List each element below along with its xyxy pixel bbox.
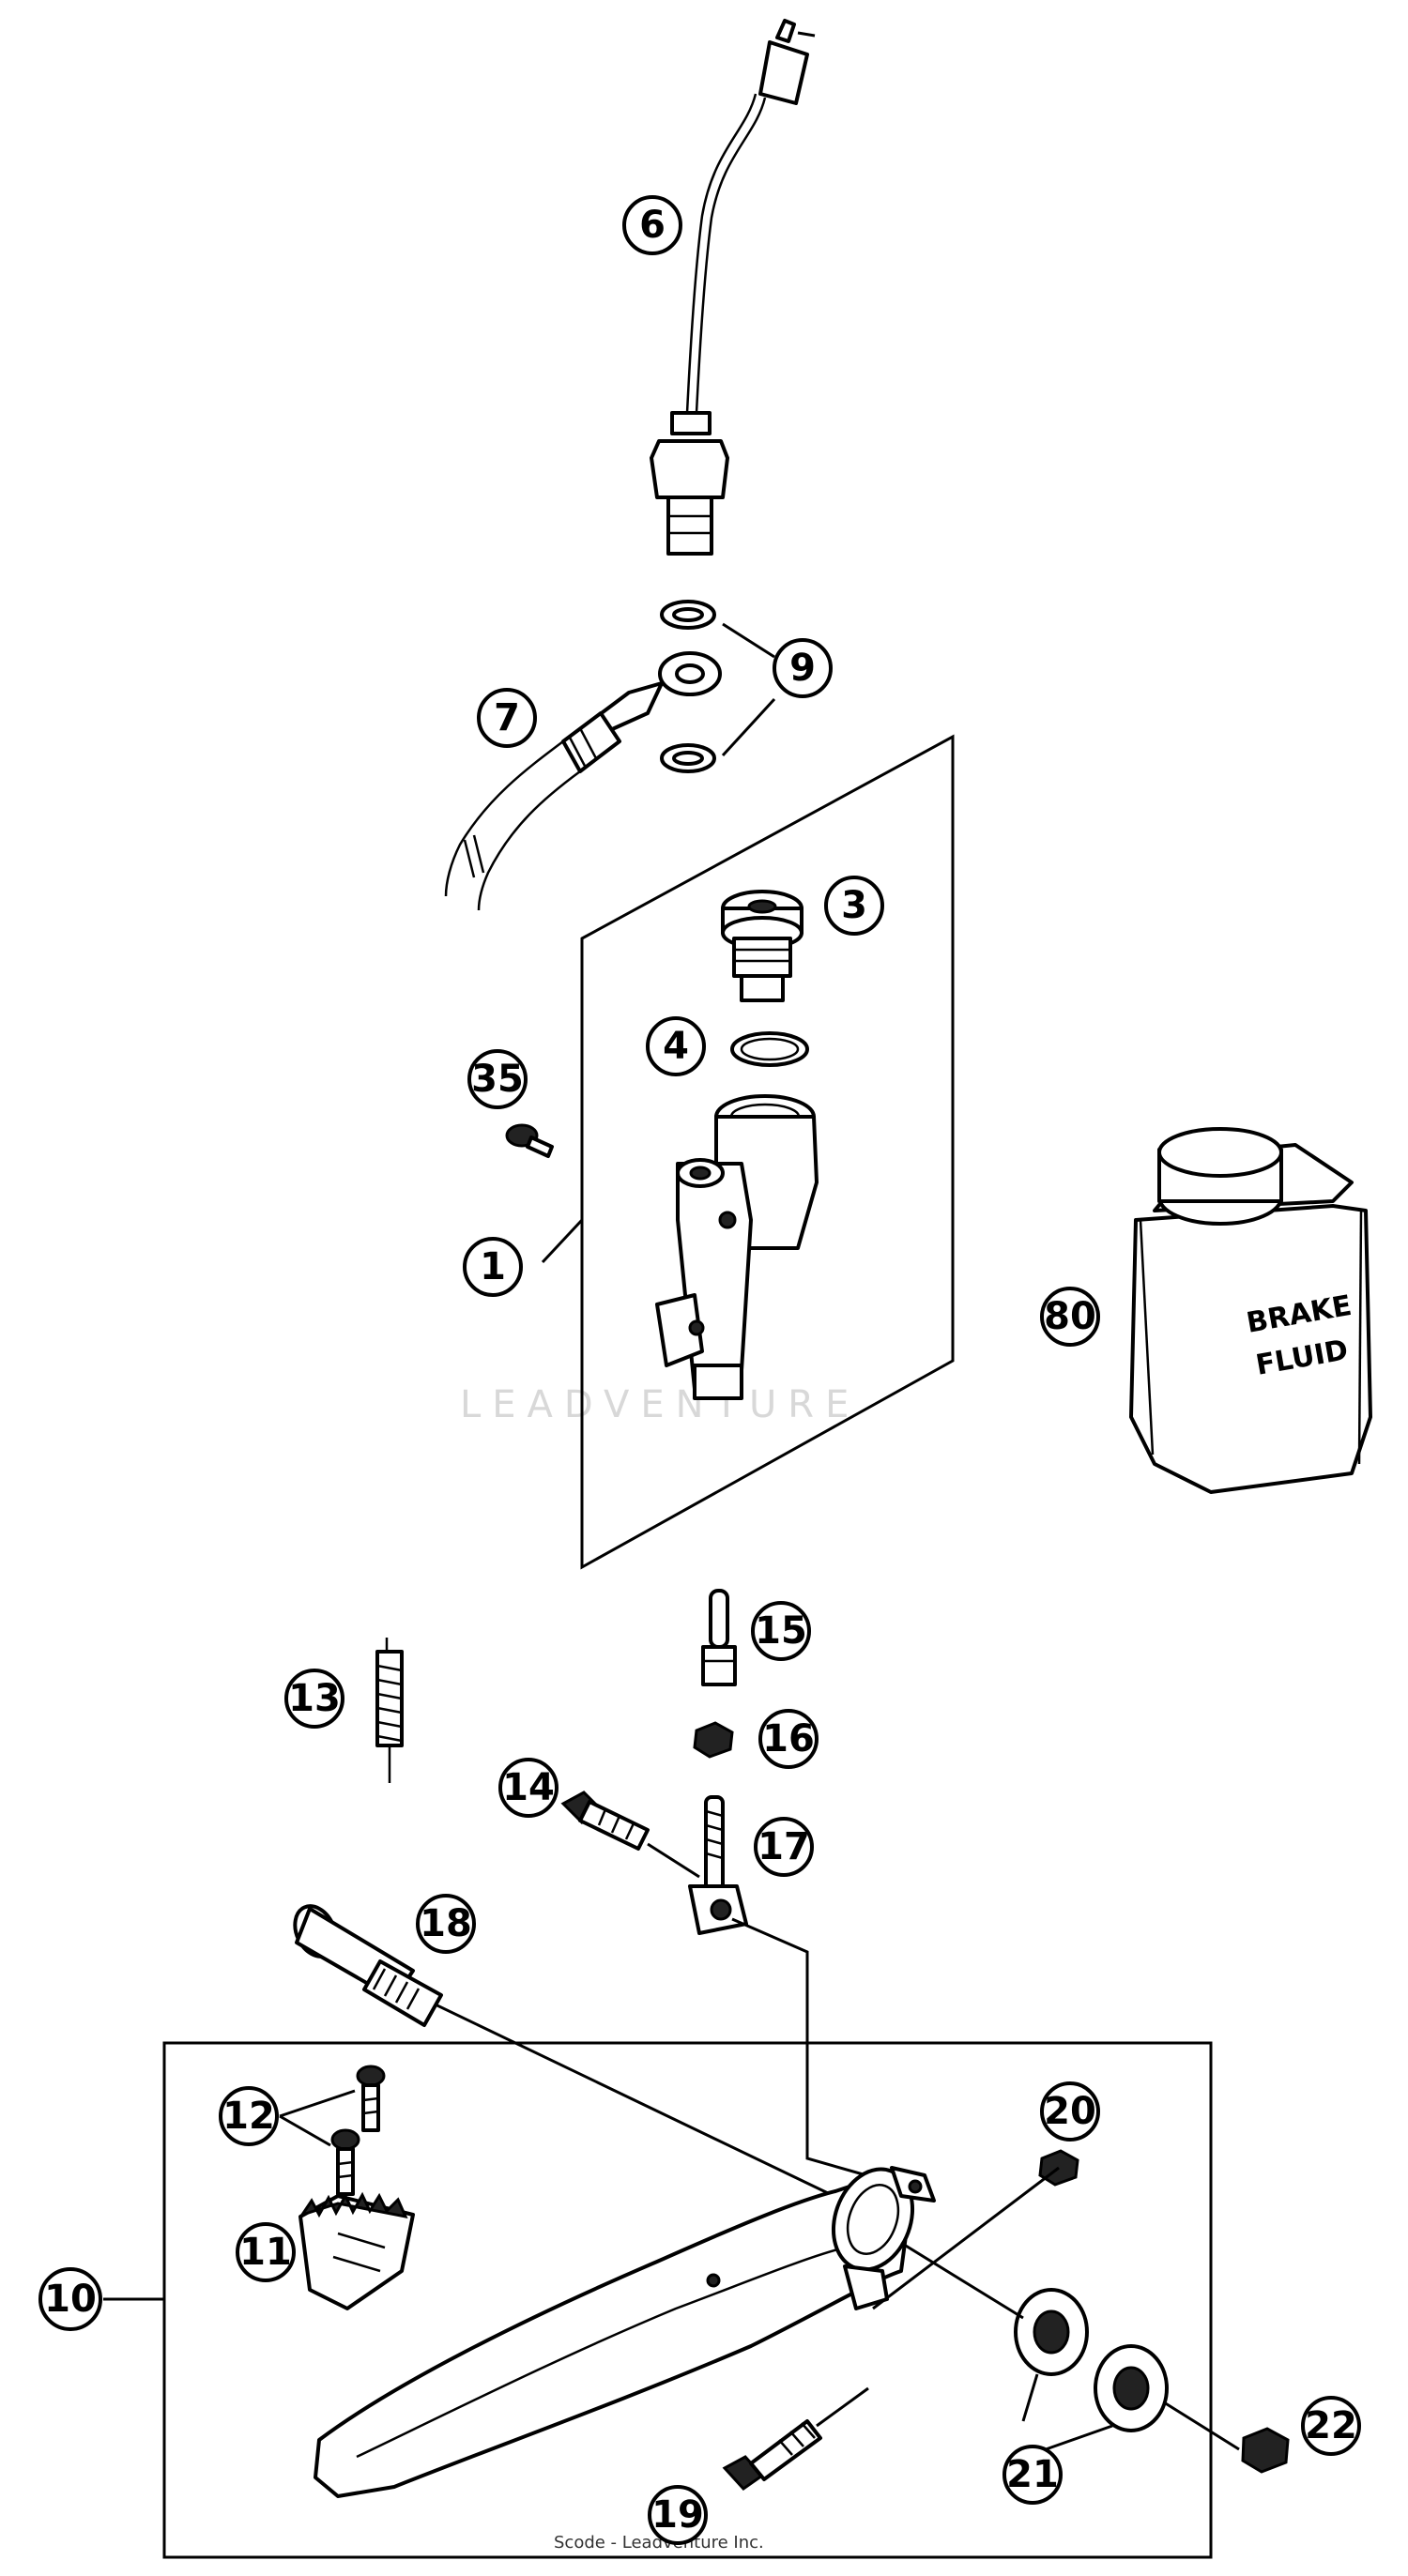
pivot-bolt	[293, 1904, 443, 2027]
callout-3[interactable]: 3	[824, 876, 884, 936]
callout-14[interactable]: 14	[498, 1758, 559, 1818]
pedal-step	[298, 2191, 415, 2310]
kit-outline	[580, 734, 955, 1570]
callout-35[interactable]: 35	[467, 1049, 528, 1109]
brake-fluid-bottle: BRAKE FLUID	[1129, 1127, 1372, 1494]
pedal-nut-22	[1241, 2427, 1290, 2474]
svg-text:1: 1	[480, 1245, 506, 1288]
svg-text:19: 19	[651, 2493, 704, 2537]
callout-9[interactable]: 9	[773, 638, 833, 698]
callout-80[interactable]: 80	[1040, 1287, 1100, 1347]
svg-text:80: 80	[1044, 1295, 1096, 1338]
callout-4[interactable]: 4	[646, 1016, 706, 1076]
callout-20[interactable]: 20	[1040, 2081, 1100, 2142]
svg-text:10: 10	[44, 2278, 97, 2321]
washer-inner-upper	[672, 607, 704, 622]
washer-inner-lower	[672, 751, 704, 766]
svg-text:22: 22	[1305, 2404, 1357, 2447]
svg-text:11: 11	[239, 2231, 292, 2274]
callout-13[interactable]: 13	[284, 1669, 344, 1729]
callout-12[interactable]: 12	[219, 2086, 279, 2146]
brake-hose	[444, 651, 722, 911]
svg-text:17: 17	[758, 1825, 810, 1868]
clevis	[688, 1795, 748, 1935]
svg-text:7: 7	[494, 696, 520, 739]
watermark: LEADVENTURE	[460, 1383, 860, 1426]
svg-text:20: 20	[1044, 2090, 1096, 2133]
svg-text:15: 15	[755, 1609, 807, 1653]
nut	[693, 1721, 734, 1759]
brake-light-switch	[650, 19, 816, 556]
callout-15[interactable]: 15	[751, 1601, 811, 1661]
callout-7[interactable]: 7	[477, 688, 537, 748]
callout-17[interactable]: 17	[754, 1817, 814, 1877]
callout-10[interactable]: 10	[38, 2267, 102, 2331]
pushrod	[701, 1589, 737, 1686]
svg-text:14: 14	[502, 1766, 555, 1809]
callout-11[interactable]: 11	[236, 2222, 296, 2282]
svg-text:9: 9	[789, 647, 816, 690]
pedal-bolt	[722, 2419, 822, 2491]
svg-text:12: 12	[222, 2095, 275, 2138]
callout-16-nut[interactable]: 16	[758, 1709, 819, 1769]
callout-6[interactable]: 6	[622, 195, 682, 255]
svg-text:16: 16	[762, 1717, 815, 1761]
callout-21[interactable]: 21	[1002, 2445, 1063, 2505]
callout-18[interactable]: 18	[416, 1894, 476, 1954]
adjuster-bolt	[560, 1791, 650, 1851]
master-cylinder	[655, 1094, 819, 1400]
bearings	[1014, 2288, 1169, 2432]
svg-text:4: 4	[663, 1025, 689, 1068]
callout-22[interactable]: 22	[1301, 2396, 1361, 2456]
callout-1[interactable]: 1	[463, 1237, 523, 1297]
svg-text:13: 13	[288, 1677, 341, 1720]
svg-text:21: 21	[1006, 2453, 1059, 2496]
pedal-step-bolts	[330, 2065, 386, 2196]
svg-text:18: 18	[420, 1902, 472, 1945]
svg-text:3: 3	[841, 884, 867, 927]
svg-text:6: 6	[639, 204, 666, 247]
screw	[505, 1123, 554, 1158]
footer-copyright: Scode - Leadventure Inc.	[554, 2533, 764, 2553]
callout-19[interactable]: 19	[648, 2485, 708, 2545]
brake-pedal	[314, 2166, 936, 2498]
reservoir-cap	[721, 890, 803, 1002]
svg-text:35: 35	[471, 1058, 524, 1101]
return-spring	[375, 1638, 404, 1783]
